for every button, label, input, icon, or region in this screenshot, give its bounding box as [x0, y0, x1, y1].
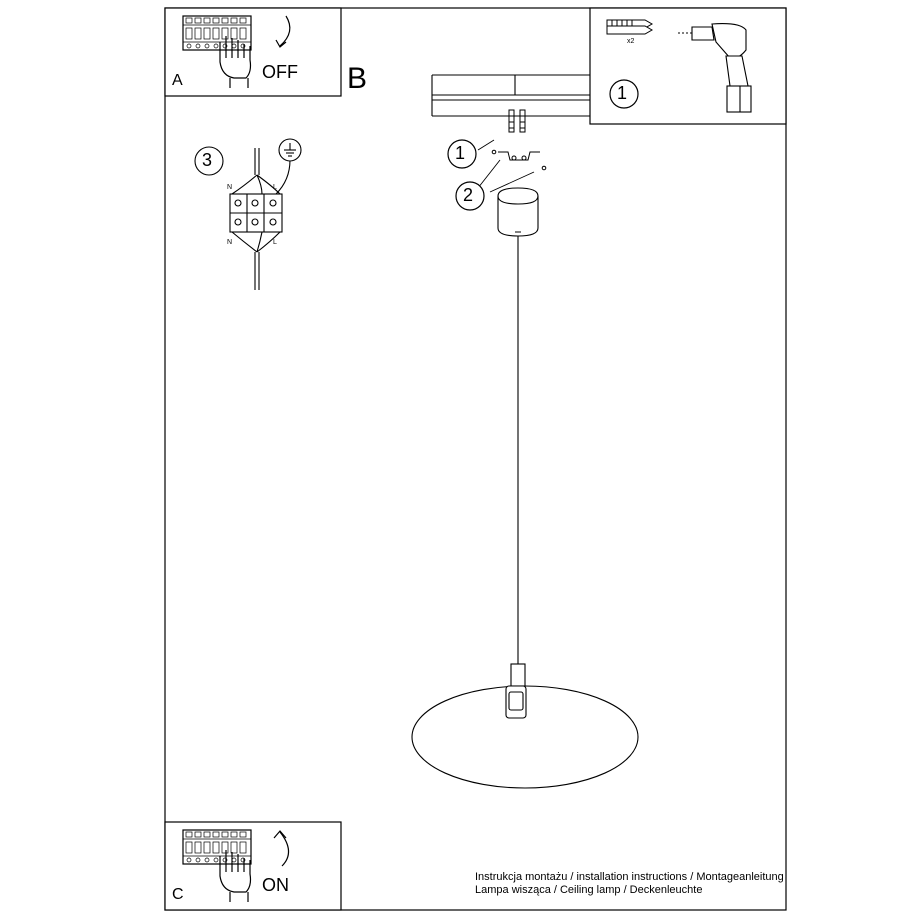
wire-l-bottom: L: [273, 239, 277, 246]
off-label: OFF: [262, 62, 298, 82]
wall-plug-icon: [606, 19, 654, 35]
caption-line-1: Instrukcja montażu / installation instru…: [475, 871, 784, 883]
bracket-icon: [498, 151, 540, 161]
panel-a: [164, 7, 342, 97]
step-3-number: 3: [202, 150, 213, 170]
breaker-box-icon: [182, 829, 252, 865]
wire-n-top: N: [227, 184, 233, 191]
panel-c-label: C: [172, 886, 184, 903]
lamp-shade: [411, 663, 639, 789]
on-label: ON: [262, 875, 289, 895]
breaker-box-icon: [182, 15, 252, 51]
wire-l-top: L: [273, 184, 277, 191]
panel-a-label: A: [172, 72, 183, 89]
ground-icon: [278, 138, 302, 162]
callout-2-number: 2: [463, 185, 474, 205]
outer-frame: [164, 7, 787, 911]
arrow-up-icon: [279, 831, 290, 867]
step-1-number: 1: [617, 83, 628, 103]
wiring-diagram: [194, 138, 302, 290]
mounting-hardware: [491, 109, 547, 171]
canopy: [497, 187, 539, 237]
arrow-down-icon: [279, 15, 291, 47]
quantity-label: x2: [627, 38, 635, 45]
panel-b-label: B: [347, 62, 368, 95]
caption-line-2: Lampa wisząca / Ceiling lamp / Deckenleu…: [475, 884, 703, 896]
drill-panel: [589, 7, 787, 125]
panel-c: [164, 821, 342, 911]
drill-icon: [678, 23, 752, 113]
callout-1-number: 1: [455, 143, 466, 163]
wire-n-bottom: N: [227, 239, 233, 246]
